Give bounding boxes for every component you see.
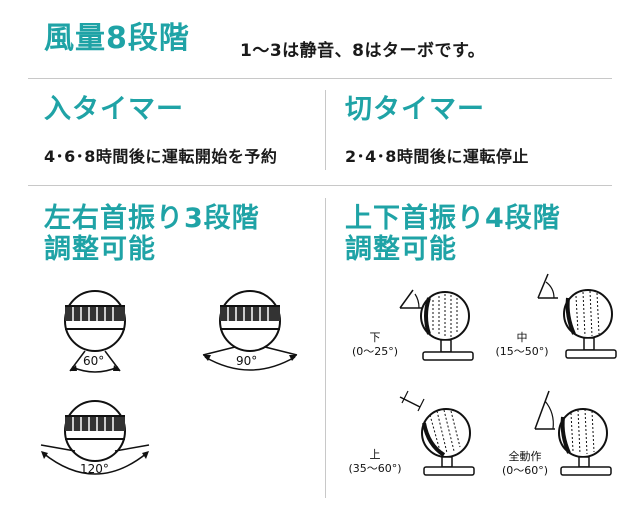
wind-description: 1～3は静音、8はターボです。: [240, 41, 486, 61]
mode-name-up: 上: [369, 448, 381, 461]
horizontal-swing-title: 左右首振り3段階 調整可能: [44, 203, 260, 265]
horizontal-swing-title-line1: 左右首振り3段階: [44, 203, 260, 234]
mode-label-down: 下 (0～25°): [345, 331, 405, 359]
mode-label-full: 全動作 (0～60°): [495, 450, 555, 478]
mode-range-up: (35～60°): [348, 461, 402, 475]
off-timer-description: 2･4･8時間後に運転停止: [345, 147, 529, 166]
mode-range-down: (0～25°): [351, 344, 399, 358]
fan-side-view-icon-up: [399, 390, 475, 476]
mode-range-middle: (15～50°): [495, 344, 549, 358]
angle-label-60: 60°: [83, 354, 105, 368]
divider-top: [28, 78, 612, 79]
divider-timers: [325, 90, 326, 170]
fan-top-view-icon-120: [40, 400, 150, 475]
wind-title: 風量8段階: [44, 21, 190, 56]
vertical-swing-title-line1: 上下首振り4段階: [345, 203, 561, 234]
on-timer-title: 入タイマー: [44, 94, 184, 125]
mode-range-full: (0～60°): [501, 463, 549, 477]
fan-side-view-icon-down: [399, 289, 474, 361]
divider-swing: [325, 198, 326, 498]
vertical-swing-title-line2: 調整可能: [345, 234, 457, 266]
mode-name-down: 下: [369, 331, 381, 344]
vertical-swing-title: 上下首振り4段階 調整可能: [345, 203, 561, 265]
divider-middle: [28, 185, 612, 186]
angle-label-90: 90°: [236, 354, 258, 368]
horizontal-swing-title-line2: 調整可能: [44, 234, 156, 266]
mode-label-middle: 中 (15～50°): [487, 331, 557, 359]
fan-side-view-icon-full: [534, 390, 612, 476]
fan-top-view-icon-60: [64, 290, 126, 373]
mode-name-full: 全動作: [508, 450, 542, 463]
mode-label-up: 上 (35～60°): [340, 448, 410, 476]
mode-name-middle: 中: [516, 331, 528, 344]
angle-label-120: 120°: [80, 462, 109, 476]
fan-side-view-icon-middle: [537, 273, 617, 359]
on-timer-description: 4･6･8時間後に運転開始を予約: [44, 147, 278, 166]
off-timer-title: 切タイマー: [345, 94, 485, 125]
fan-top-view-icon-90: [202, 290, 298, 371]
